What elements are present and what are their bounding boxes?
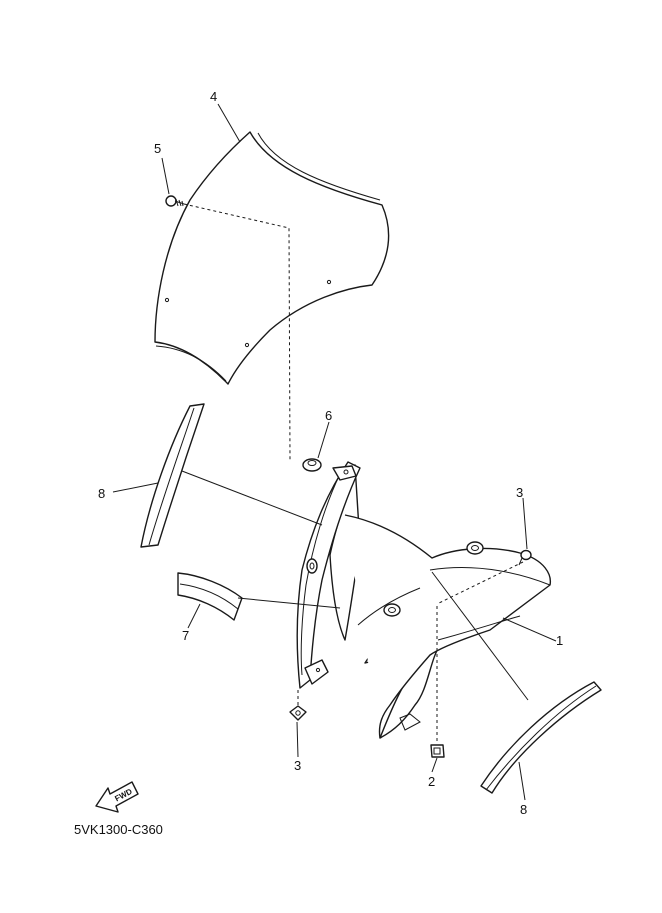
callout-6: 6 bbox=[325, 408, 332, 423]
windshield-part-4[interactable] bbox=[154, 131, 390, 385]
diagram-code: 5VK1300-C360 bbox=[74, 822, 163, 837]
callout-8-right: 8 bbox=[520, 802, 527, 817]
clip-part-2[interactable] bbox=[430, 744, 445, 758]
callout-1: 1 bbox=[556, 633, 563, 648]
screw-part-3-upper[interactable] bbox=[518, 549, 532, 566]
callout-8-left: 8 bbox=[98, 486, 105, 501]
callout-3-upper: 3 bbox=[516, 485, 523, 500]
upper-cowling-part-1[interactable] bbox=[329, 464, 552, 739]
callout-7: 7 bbox=[182, 628, 189, 643]
grommet-part-6[interactable] bbox=[302, 458, 322, 472]
inner-panel[interactable] bbox=[296, 461, 361, 689]
callout-4: 4 bbox=[210, 89, 217, 104]
callout-2: 2 bbox=[428, 774, 435, 789]
trim-strip-part-8-right[interactable] bbox=[480, 681, 602, 794]
callout-3-lower: 3 bbox=[294, 758, 301, 773]
callout-5: 5 bbox=[154, 141, 161, 156]
nut-part-3-lower[interactable] bbox=[289, 705, 307, 721]
pad-part-7[interactable] bbox=[177, 572, 243, 621]
trim-strip-part-8-left[interactable] bbox=[140, 403, 205, 548]
screw-part-5[interactable] bbox=[165, 195, 185, 207]
fwd-arrow-icon: FWD bbox=[95, 781, 139, 813]
leader-lines bbox=[112, 103, 557, 801]
